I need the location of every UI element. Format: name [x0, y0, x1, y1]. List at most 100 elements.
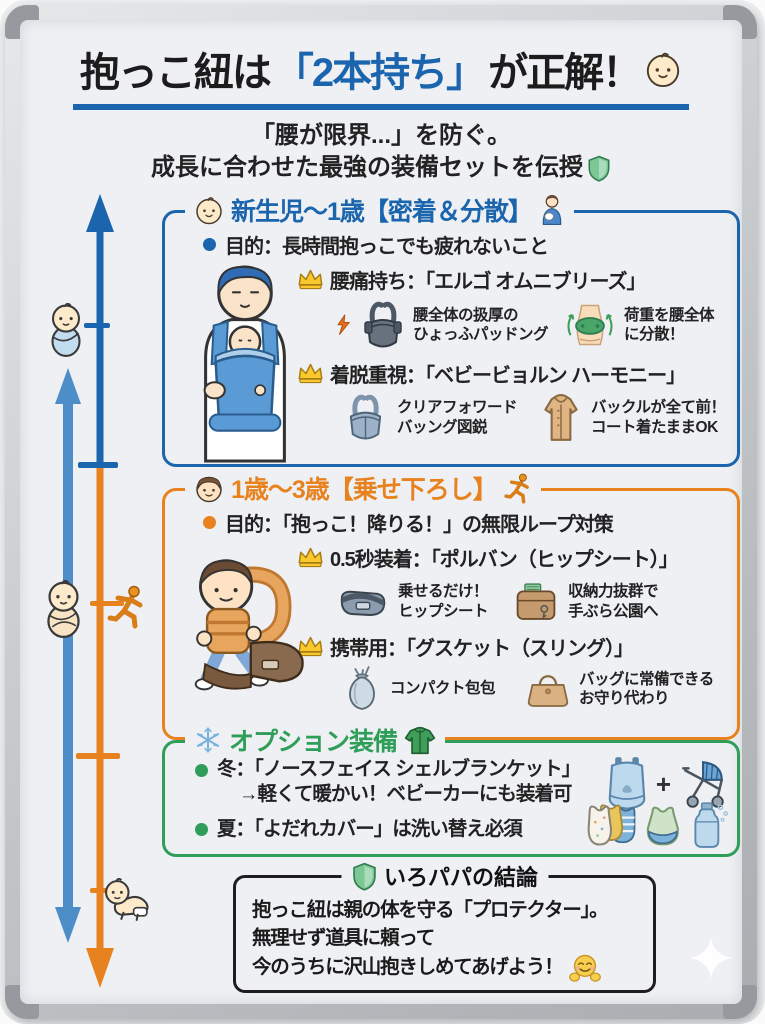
age0-pick2-label-row: 着脱重視：「ベビービョルン ハーモニー」	[297, 359, 737, 388]
age1-pick1-point2: 収納力抜群で 手ぶら公園へ	[568, 582, 659, 621]
note-line: ひょっふパッドング	[413, 326, 549, 343]
title-pre: 抱っこ紐は	[79, 51, 272, 95]
age1-pick2-label-row: 携帯用：「グスケット（スリング）」	[297, 632, 737, 661]
age0-pick1-point2: 荷重を腰全体 に分散！	[624, 306, 715, 345]
shield-icon	[587, 155, 611, 182]
subtitle-line1: 「腰が限界...」を防ぐ。	[250, 122, 511, 149]
note-line: バックルが全て前！	[591, 399, 726, 417]
bullet-icon	[203, 238, 216, 251]
hug-face-icon	[569, 953, 601, 982]
sparkle-icon	[688, 935, 734, 981]
whiteboard-surface: 抱っこ紐は「2本持ち」が正解！ 「腰が限界...」を防ぐ。 成長に合わせた最強の…	[20, 20, 742, 1004]
section-options-title: オプション装備	[229, 728, 398, 756]
section-age1-3-header: 1歳〜3歳【乗せ下ろし】	[185, 470, 541, 506]
age0-pick1-label: 腰痛持ち：「エルゴ オムニブリーズ」	[330, 271, 647, 293]
options-winter-icons: +	[602, 755, 729, 813]
age0-pick2-label: 着脱重視：「ベビービョルン ハーモニー」	[330, 365, 686, 387]
conclusion-line1: 抱っこ紐は親の体を守る「プロテクター」。	[252, 899, 609, 921]
coat-icon	[540, 392, 582, 444]
note-line: 荷重を腰全体	[624, 306, 715, 324]
conclusion-line3-wrap: 今のうちに沢山抱きしめてあげよう！	[252, 953, 641, 982]
note-line: コンパクト包包	[390, 680, 496, 698]
age0-pick2-points: クリアフォワード バッング図鋭 バックルが全て前！ コート着たままOK	[343, 391, 737, 444]
age0-pick1-points: 腰全体の扱厚の ひょっふパッドング 荷重を腰全体 に分散！	[335, 298, 737, 352]
age1-pick2-point2: バッグに常備できる お守り代わり	[579, 670, 714, 709]
options-summer-text: 夏：「よだれカバー」は洗い替え必須	[217, 817, 523, 840]
title-highlight: 「2本持ち」	[273, 51, 486, 95]
toddler-on-hipseat-illustration	[194, 559, 304, 691]
crawling-baby-icon	[105, 878, 149, 921]
note-line: バッング図鋭	[397, 418, 488, 436]
subtitle-line2: 成長に合わせた最強の装備セットを伝授	[151, 154, 583, 182]
age-axis-dark-blue	[78, 194, 118, 468]
lightning-icon	[335, 314, 353, 337]
silicone-bib-icon	[643, 803, 685, 849]
note-line: バッグに常備できる	[579, 670, 714, 688]
infant-swaddle-icon	[47, 580, 80, 638]
options-winter-text: 冬：「ノースフェイス シェルブランケット」 →軽くて暖かい！ベビーカーにも装着可	[217, 757, 581, 808]
mother-baby-icon	[539, 194, 565, 226]
title-underline	[73, 104, 689, 110]
age0-pick2-point2: バックルが全て前！ コート着たままOK	[591, 398, 726, 437]
age1-purpose: 目的：「抱っこ！降りる！」の無限ループ対策	[225, 514, 614, 536]
age0-pick1-label-row: 腰痛持ち：「エルゴ オムニブリーズ」	[297, 265, 737, 294]
jacket-icon	[404, 725, 436, 756]
note-line: コート着たままOK	[591, 418, 718, 436]
age1-pick2-label: 携帯用：「グスケット（スリング）」	[330, 638, 634, 660]
options-winter-line2: →軽くて暖かい！ベビーカーにも装着可	[239, 783, 572, 806]
whiteboard-frame: 抱っこ紐は「2本持ち」が正解！ 「腰が限界...」を防ぐ。 成長に合わせた最強の…	[5, 5, 757, 1019]
wallet-pouch-icon	[513, 580, 559, 623]
growth-timeline	[47, 194, 149, 988]
baby-face-icon	[194, 195, 224, 225]
snowflake-icon	[194, 726, 222, 754]
bullet-icon	[203, 516, 216, 529]
hipseat-icon	[337, 583, 389, 620]
age1-pick1-point1: 乗せるだけ！ ヒップシート	[398, 582, 489, 621]
age0-pick2-point1: クリアフォワード バッング図鋭	[397, 398, 518, 437]
title-post: が正解！	[488, 51, 642, 95]
newborn-swaddle-icon	[51, 303, 81, 357]
header: 抱っこ紐は「2本持ち」が正解！ 「腰が限界...」を防ぐ。 成長に合わせた最強の…	[20, 40, 742, 185]
options-summer-icons	[585, 801, 729, 849]
conclusion-body: 抱っこ紐は親の体を守る「プロテクター」。 無理せず道具に頼って 今のうちに沢山抱…	[236, 878, 653, 982]
age1-pick1-points: 乗せるだけ！ ヒップシート 収納力抜群で 手ぶら公園へ	[337, 580, 737, 623]
conclusion-header: いろパパの結論	[340, 860, 549, 892]
age1-purpose-row: 目的：「抱っこ！降りる！」の無限ループ対策	[203, 508, 729, 537]
page-title: 抱っこ紐は「2本持ち」が正解！	[20, 40, 742, 98]
conclusion-line3: 今のうちに沢山抱きしめてあげよう！	[252, 955, 564, 978]
age0-purpose-row: 目的：長時間抱っこでも疲れないこと	[203, 230, 729, 259]
father-with-carrier-illustration	[203, 265, 286, 463]
age0-purpose: 目的：長時間抱っこでも疲れないこと	[225, 236, 549, 258]
babybjorn-carrier-icon	[343, 391, 388, 444]
running-toddler-icon	[110, 587, 140, 627]
shield-icon	[351, 862, 377, 891]
options-summer-row: 夏：「よだれカバー」は洗い替え必須	[195, 817, 537, 842]
note-line: に分散！	[624, 326, 685, 343]
age1-pick2-points: コンパクト包包 バッグに常備できる お守り代わり	[343, 666, 737, 712]
section-options-header: オプション装備	[185, 722, 446, 758]
wash-bottle-icon	[691, 801, 729, 849]
ergo-carrier-icon	[360, 298, 406, 352]
subtitle: 「腰が限界...」を防ぐ。 成長に合わせた最強の装備セットを伝授	[20, 120, 742, 185]
runner-icon	[504, 473, 532, 504]
baby-face-icon	[644, 50, 682, 88]
age1-pick1-label: 0.5秒装着：「ポルバン（ヒップシート）」	[330, 549, 679, 571]
options-winter-row: 冬：「ノースフェイス シェルブランケット」 →軽くて暖かい！ベビーカーにも装着可	[195, 757, 581, 808]
note-line: 乗せるだけ！	[398, 583, 489, 601]
note-line: お守り代わり	[579, 690, 670, 707]
bullet-icon	[195, 764, 208, 777]
waist-belt-icon	[563, 303, 617, 347]
section-age0-1-header: 新生児〜1歳【密着＆分散】	[185, 192, 574, 228]
note-line: 収納力抜群で	[568, 583, 659, 601]
bib-stack-icon	[585, 802, 637, 849]
section-age0-1: 新生児〜1歳【密着＆分散】 目的：長	[162, 192, 740, 467]
age1-pick2-point1: コンパクト包包	[390, 679, 496, 698]
note-line: ヒップシート	[398, 602, 489, 620]
sling-pouch-icon	[343, 666, 381, 712]
note-line: 腰全体の扱厚の	[413, 306, 519, 324]
handbag-icon	[526, 670, 570, 709]
section-options: オプション装備 冬：「ノースフェイス シェルブランケット」 →軽くて暖かい！ベビ…	[162, 722, 740, 857]
section-age0-1-title: 新生児〜1歳【密着＆分散】	[231, 198, 533, 226]
note-line: 手ぶら公園へ	[568, 602, 659, 620]
